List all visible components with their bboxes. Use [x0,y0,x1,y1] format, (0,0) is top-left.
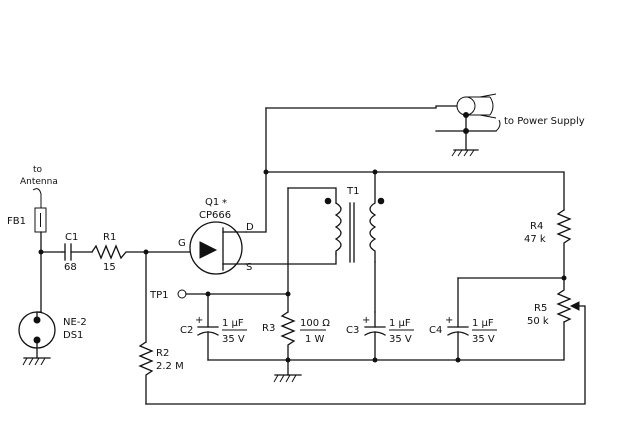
r3-label: R3 [262,323,275,334]
c1-value: 68 [64,262,77,273]
junction-dot [285,291,291,297]
junction-dot [38,249,44,255]
junction-dot [372,357,378,363]
c4-plus: + [445,315,453,326]
r3-ground-icon [273,374,302,383]
gate-label: G [178,238,186,249]
c2-capacitor [197,293,219,361]
q1-label: Q1 [205,197,219,208]
c1-label: C1 [65,232,78,243]
junction-dot [285,357,291,363]
c4-capacitor [447,277,469,361]
c2-label: C2 [180,325,193,336]
junction-dot [455,357,461,363]
c2-value-top: 1 µF [222,318,244,329]
r4-resistor [556,209,572,279]
drain-label: D [246,222,254,233]
c1-capacitor [61,243,93,261]
r5-wiper-arrow [569,301,580,311]
ne2-neon-lamp [18,311,56,359]
ne2-label: NE-2 [63,317,87,328]
r1-value: 15 [103,262,116,273]
fb1-label: FB1 [7,216,26,227]
r2-value: 2.2 M [156,361,184,372]
power-supply-ground-icon [451,149,479,157]
r4-label: R4 [530,221,543,232]
r2-label: R2 [156,348,169,359]
c3-capacitor [364,311,386,361]
antenna-label: Antenna [20,177,58,187]
wire-drain-vertical [245,107,267,233]
tp1-test-point [177,289,187,299]
r2-resistor [138,341,154,405]
r5-label: R5 [534,303,547,314]
c3-plus: + [362,315,370,326]
c3-label: C3 [346,325,359,336]
wire-top-rail [265,171,565,211]
antenna-label-to: to [33,165,43,175]
source-label: S [246,262,252,273]
wire-r5-wiper [145,305,586,405]
r5-potentiometer [556,277,572,323]
r3-resistor [280,311,296,376]
r4-value: 47 k [524,234,546,245]
r3-value-bottom: 1 W [305,334,325,345]
power-supply-connector [435,93,501,151]
antenna-lead [32,188,42,208]
wire-drain-to-supply [265,105,458,109]
q1-part: CP666 [199,210,231,221]
q1-jfet [189,221,247,275]
t1-label: T1 [346,186,359,197]
c3-value-bottom: 35 V [389,334,412,345]
tp1-label: TP1 [149,290,169,301]
ds1-label: DS1 [63,330,83,341]
c4-label: C4 [429,325,442,336]
r1-label: R1 [103,232,116,243]
c3-value-top: 1 µF [389,318,411,329]
c2-value-bottom: 35 V [222,334,245,345]
r5-value: 50 k [527,316,549,327]
wire-source-to-t1 [245,253,337,265]
c4-value-top: 1 µF [472,318,494,329]
r1-resistor [91,244,147,260]
t1-transformer [287,171,385,263]
c2-plus: + [195,315,203,326]
c4-value-bottom: 35 V [472,334,495,345]
q1-star: * [222,198,227,209]
junction-dot [263,169,269,175]
ne2-ground-icon [22,357,51,366]
power-supply-label: to Power Supply [504,116,585,127]
wire-bottom-rail [207,321,565,361]
r3-value-top: 100 Ω [300,318,330,329]
